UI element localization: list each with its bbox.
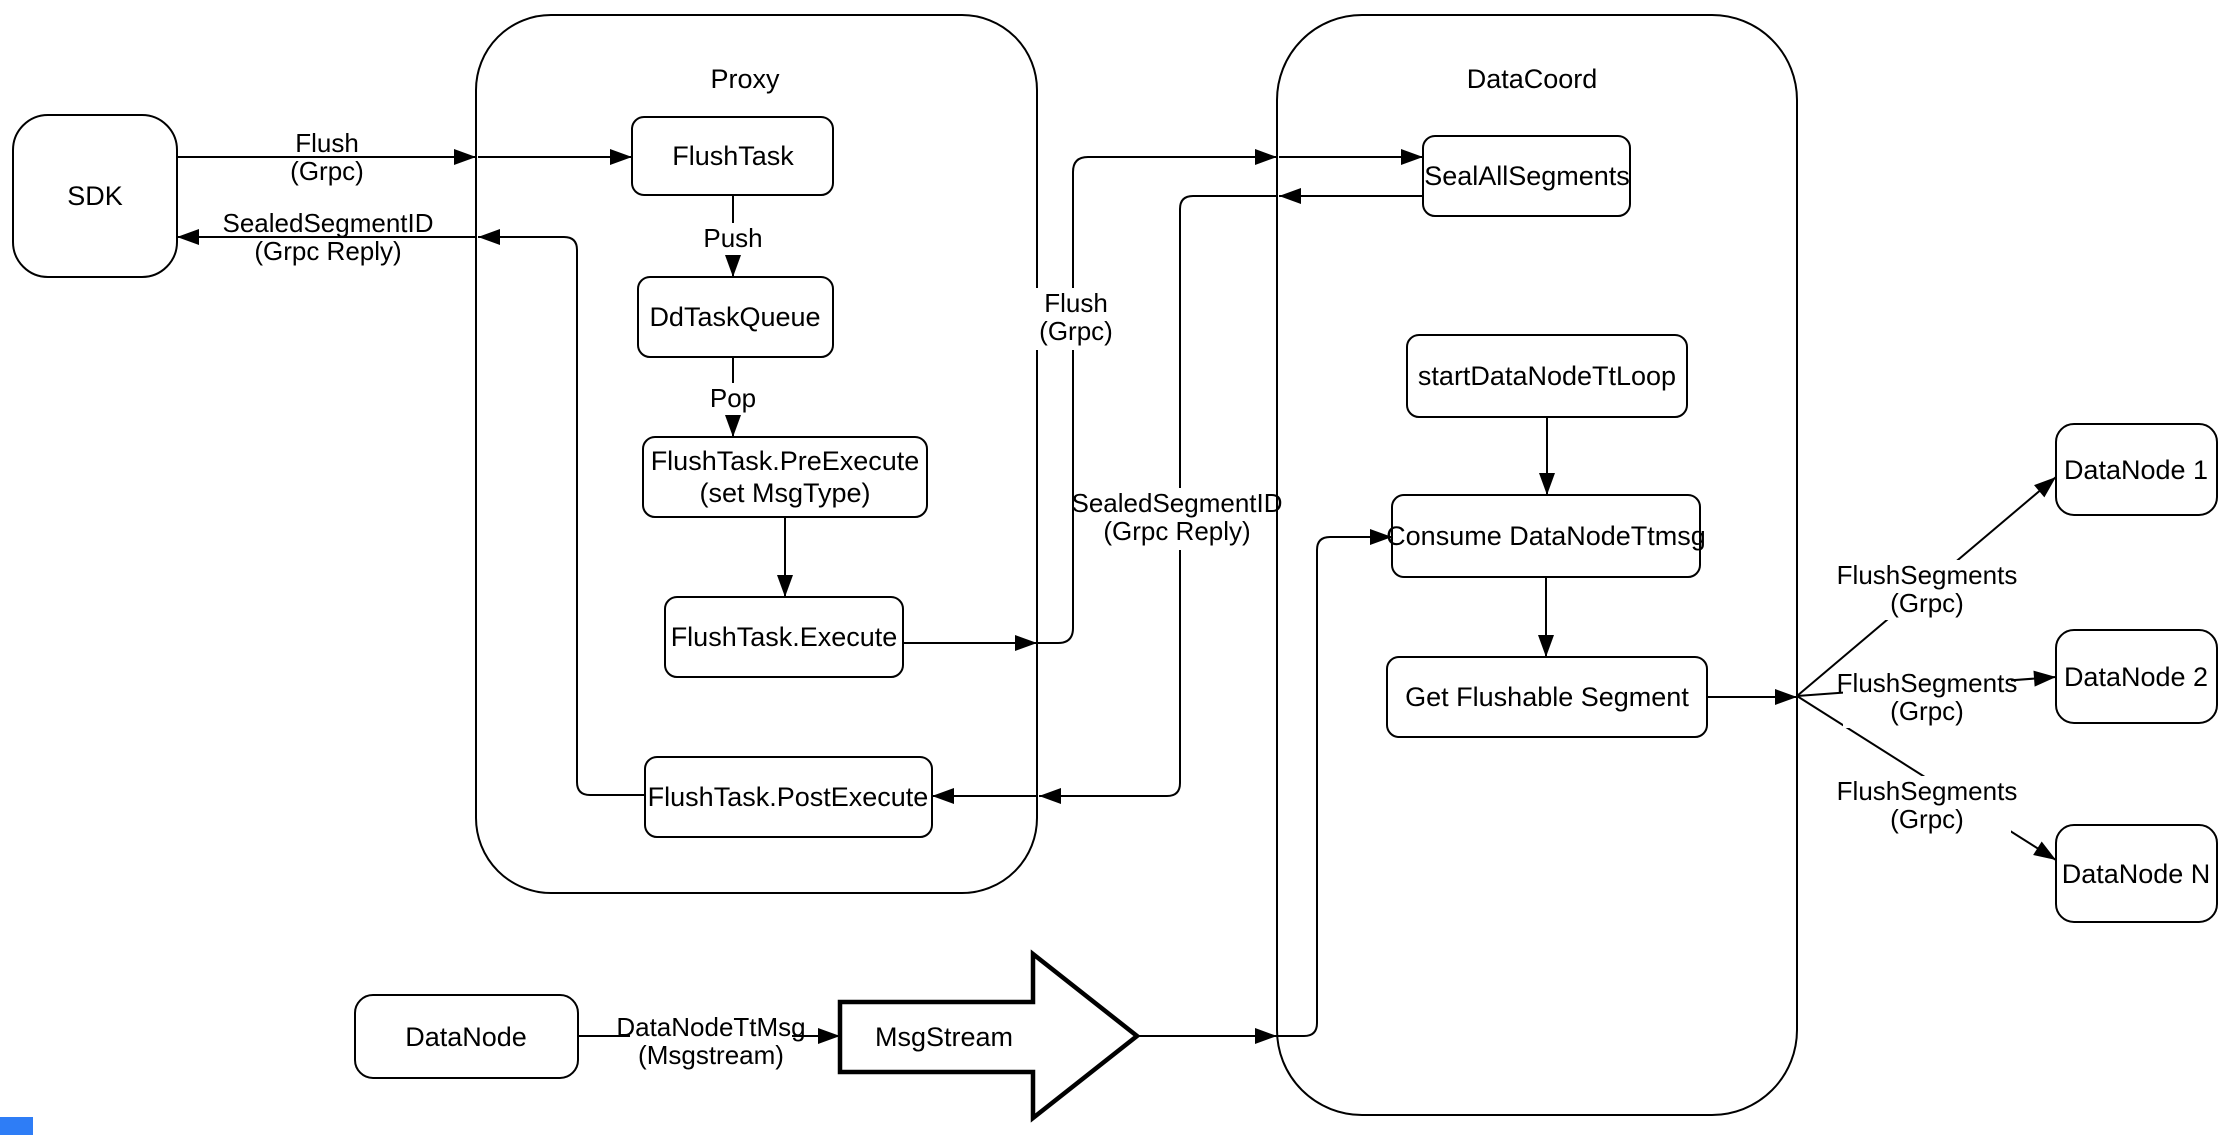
label-sealedsegmentid-sdk: SealedSegmentID (Grpc Reply) bbox=[222, 208, 433, 266]
node-flushtask-execute-label: FlushTask.Execute bbox=[671, 622, 898, 652]
label-flushsegments-1-line1: FlushSegments bbox=[1837, 560, 2018, 590]
node-datanode2: DataNode 2 bbox=[2055, 629, 2218, 724]
node-consume-datanodettmsg: Consume DataNodeTtmsg bbox=[1386, 494, 1706, 578]
node-getflushablesegment-box bbox=[1386, 656, 1708, 738]
node-sdk-label: SDK bbox=[67, 181, 123, 211]
datacoord-container bbox=[1276, 14, 1798, 1116]
node-flushtask-label: FlushTask bbox=[672, 141, 794, 171]
label-flush-grpc-sdk: Flush (Grpc) bbox=[290, 128, 364, 186]
node-flushtask-execute: FlushTask.Execute bbox=[664, 596, 904, 678]
label-flushsegments-3-line1: FlushSegments bbox=[1837, 776, 2018, 806]
node-consume-datanodettmsg-box bbox=[1391, 494, 1701, 578]
label-push: Push bbox=[702, 223, 764, 255]
node-datanode1: DataNode 1 bbox=[2055, 423, 2218, 516]
node-flushtask-preexecute-line2: (set MsgType) bbox=[699, 478, 870, 508]
label-datanodettmsg: DataNodeTtMsg (Msgstream) bbox=[616, 1012, 806, 1072]
node-flushtask-box bbox=[631, 116, 834, 196]
label-sealedsegmentid-mid-bg bbox=[1078, 488, 1276, 550]
label-sealedsegmentid-sdk-line2: (Grpc Reply) bbox=[254, 236, 401, 266]
label-sealedsegmentid-sdk-line1: SealedSegmentID bbox=[222, 208, 433, 238]
node-datanoden-label: DataNode N bbox=[2062, 859, 2211, 889]
proxy-container-title: Proxy bbox=[710, 64, 780, 94]
label-flushsegments-1-line2: (Grpc) bbox=[1890, 588, 1964, 618]
label-push-text: Push bbox=[703, 223, 762, 253]
label-flushsegments-2-line1: FlushSegments bbox=[1837, 668, 2018, 698]
node-datanode-label: DataNode bbox=[405, 1022, 527, 1052]
node-consume-datanodettmsg-label: Consume DataNodeTtmsg bbox=[1386, 521, 1706, 551]
corner-artifact bbox=[0, 1117, 33, 1135]
node-flushtask-preexecute-box bbox=[642, 436, 928, 518]
node-datanode: DataNode bbox=[354, 994, 579, 1079]
label-flush-grpc-mid-bg bbox=[1032, 288, 1120, 350]
label-flushsegments-3-line2: (Grpc) bbox=[1890, 804, 1964, 834]
label-datanodettmsg-line1: DataNodeTtMsg bbox=[616, 1012, 805, 1042]
node-startdatanodettloop-box bbox=[1406, 334, 1688, 418]
label-pop-text: Pop bbox=[710, 383, 756, 413]
node-datanode2-box bbox=[2055, 629, 2218, 724]
label-flush-grpc-mid-line2: (Grpc) bbox=[1039, 316, 1113, 346]
node-ddtaskqueue: DdTaskQueue bbox=[637, 276, 834, 358]
label-flushsegments-3: FlushSegments (Grpc) bbox=[1837, 776, 2018, 836]
node-ddtaskqueue-box bbox=[637, 276, 834, 358]
node-sdk: SDK bbox=[12, 114, 178, 278]
label-flushsegments-2-bg bbox=[1843, 668, 2011, 728]
node-datanode1-label: DataNode 1 bbox=[2064, 455, 2208, 485]
node-sealallsegments: SealAllSegments bbox=[1422, 135, 1631, 217]
node-datanoden: DataNode N bbox=[2055, 824, 2218, 923]
proxy-container bbox=[475, 14, 1038, 894]
label-flushsegments-2-line2: (Grpc) bbox=[1890, 696, 1964, 726]
node-datanode-box bbox=[354, 994, 579, 1079]
node-flushtask-execute-box bbox=[664, 596, 904, 678]
node-msgstream-label: MsgStream bbox=[875, 1022, 1013, 1052]
node-sdk-box bbox=[12, 114, 178, 278]
label-sealedsegmentid-mid-line2: (Grpc Reply) bbox=[1103, 516, 1250, 546]
node-getflushablesegment-label: Get Flushable Segment bbox=[1405, 682, 1689, 712]
label-pop: Pop bbox=[706, 383, 761, 415]
node-flushtask-postexecute-box bbox=[644, 756, 933, 838]
node-datanode2-label: DataNode 2 bbox=[2064, 662, 2208, 692]
label-sealedsegmentid-mid-line1: SealedSegmentID bbox=[1071, 488, 1282, 518]
edge-msgstream-into-consume bbox=[1277, 529, 1392, 1037]
label-flushsegments-1: FlushSegments (Grpc) bbox=[1837, 560, 2018, 620]
label-flush-grpc-sdk-line1: Flush bbox=[295, 128, 359, 158]
label-flushsegments-2: FlushSegments (Grpc) bbox=[1837, 668, 2018, 728]
node-getflushablesegment: Get Flushable Segment bbox=[1386, 656, 1708, 738]
label-datanodettmsg-bg bbox=[630, 1012, 792, 1072]
label-datanodettmsg-line2: (Msgstream) bbox=[638, 1040, 784, 1070]
label-push-bg bbox=[702, 223, 764, 255]
node-msgstream: MsgStream bbox=[837, 949, 1141, 1123]
msgstream-arrow-shape bbox=[837, 949, 1141, 1123]
node-flushtask-preexecute-line1: FlushTask.PreExecute bbox=[651, 446, 920, 476]
edge-proxy-flush-to-datacoord bbox=[1037, 149, 1277, 644]
label-flush-grpc-sdk-line2: (Grpc) bbox=[290, 156, 364, 186]
label-sealedsegmentid-mid: SealedSegmentID (Grpc Reply) bbox=[1071, 488, 1283, 550]
label-flushsegments-3-bg bbox=[1843, 776, 2011, 836]
node-flushtask-postexecute-label: FlushTask.PostExecute bbox=[648, 782, 929, 812]
node-startdatanodettloop: startDataNodeTtLoop bbox=[1406, 334, 1688, 418]
node-ddtaskqueue-label: DdTaskQueue bbox=[649, 302, 820, 332]
node-datanoden-box bbox=[2055, 824, 2218, 923]
label-flush-grpc-mid-line1: Flush bbox=[1044, 288, 1108, 318]
node-sealallsegments-label: SealAllSegments bbox=[1424, 161, 1630, 191]
node-startdatanodettloop-label: startDataNodeTtLoop bbox=[1418, 361, 1676, 391]
datacoord-container-title: DataCoord bbox=[1467, 64, 1598, 94]
edge-postexecute-reply-to-proxy-edge bbox=[478, 229, 645, 796]
node-sealallsegments-box bbox=[1422, 135, 1631, 217]
label-pop-bg bbox=[706, 383, 761, 415]
node-flushtask-preexecute: FlushTask.PreExecute (set MsgType) bbox=[642, 436, 928, 518]
label-flushsegments-1-bg bbox=[1843, 560, 2011, 620]
node-flushtask: FlushTask bbox=[631, 116, 834, 196]
node-flushtask-postexecute: FlushTask.PostExecute bbox=[644, 756, 933, 838]
node-datanode1-box bbox=[2055, 423, 2218, 516]
label-flush-grpc-mid: Flush (Grpc) bbox=[1032, 288, 1120, 350]
